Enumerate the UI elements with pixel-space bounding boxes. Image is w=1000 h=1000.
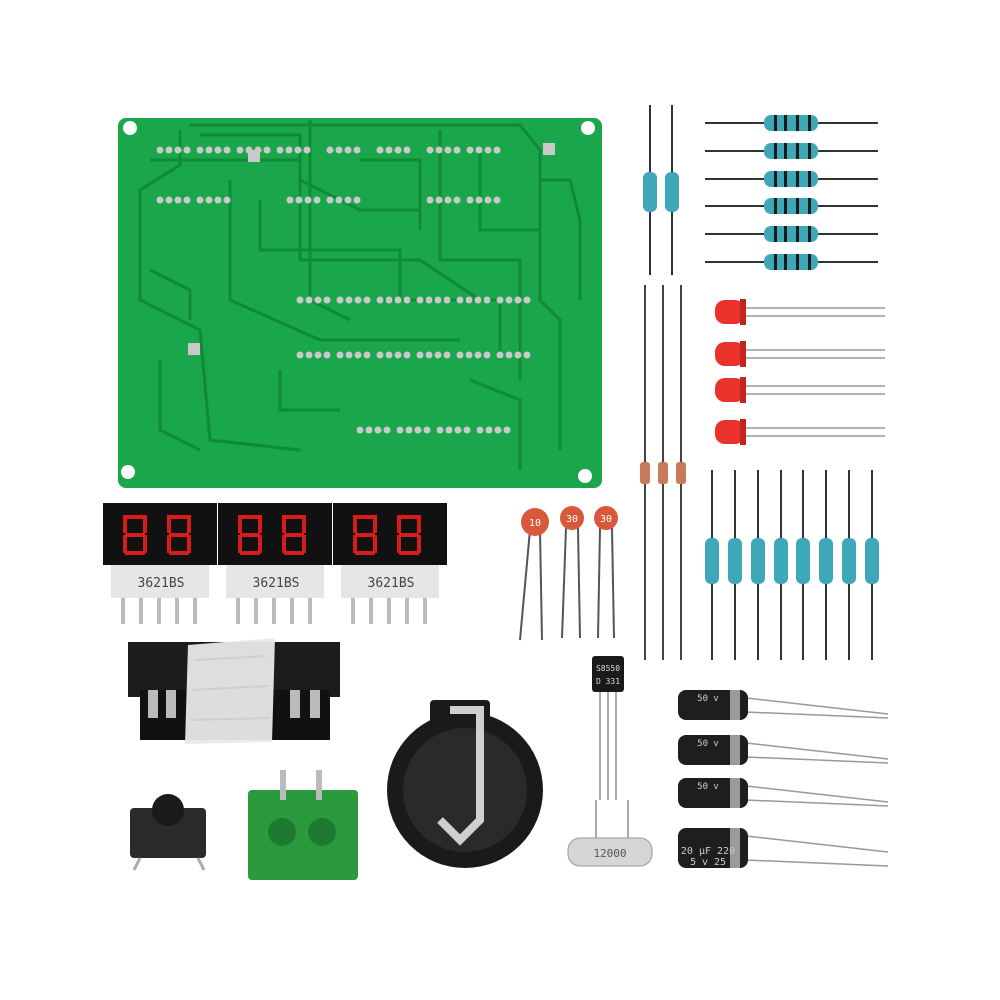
- horizontal-resistor: [705, 171, 878, 187]
- diode-group: [640, 285, 686, 660]
- resistor-vertical-row: [705, 470, 879, 660]
- ecap-label: 50 v: [697, 782, 719, 792]
- vertical-resistor: [842, 470, 856, 660]
- red-led: [715, 419, 885, 445]
- screw-terminal-block: [248, 770, 358, 880]
- ceramic-capacitors: 10 30 30: [519, 506, 618, 641]
- horizontal-resistor: [705, 143, 878, 159]
- ecap-label: 50 v: [697, 739, 719, 749]
- coin-cell-battery-holder: [387, 700, 543, 868]
- seven-segment-display: 3621BS: [103, 503, 217, 624]
- display-part-label: 3621BS: [368, 576, 415, 591]
- transistor: S8550 D 331: [592, 656, 624, 800]
- vertical-resistor: [819, 470, 833, 660]
- seven-segment-display: 3621BS: [333, 503, 447, 624]
- seven-segment-display: 3621BS: [218, 503, 332, 624]
- resistor-horizontal-stack: [705, 115, 878, 270]
- horizontal-resistor: [705, 254, 878, 270]
- horizontal-resistor: [705, 198, 878, 214]
- red-led: [715, 377, 885, 403]
- red-led: [715, 299, 885, 325]
- vertical-resistor: [705, 470, 719, 660]
- pcb-board: [118, 118, 602, 488]
- horizontal-resistor: [705, 226, 878, 242]
- ecap-rating-label: 20 µF 220: [681, 846, 735, 857]
- vertical-resistor: [774, 470, 788, 660]
- red-led: [715, 341, 885, 367]
- ic-chip-taped: [128, 638, 340, 744]
- ecap-voltage-label: 5 v 25: [690, 857, 726, 868]
- vertical-resistor: [728, 470, 742, 660]
- transistor-mark-1: S8550: [596, 664, 620, 673]
- ceramic-cap-3-label: 30: [600, 514, 612, 525]
- ceramic-cap-2-label: 30: [566, 514, 578, 525]
- electrolytic-capacitor: 50 v: [678, 735, 889, 765]
- display-part-label: 3621BS: [253, 576, 300, 591]
- push-button: [130, 794, 206, 871]
- seven-segment-displays: 3621BS 3621BS 3621BS: [103, 503, 447, 624]
- led-group: [715, 299, 885, 445]
- electrolytic-capacitor: 50 v: [678, 690, 889, 720]
- vertical-resistor: [796, 470, 810, 660]
- vertical-resistor: [865, 470, 879, 660]
- horizontal-resistor: [705, 115, 878, 131]
- vertical-resistor: [751, 470, 765, 660]
- display-part-label: 3621BS: [138, 576, 185, 591]
- ceramic-cap-1-label: 10: [529, 518, 541, 529]
- electrolytic-capacitor: 50 v: [678, 778, 889, 808]
- crystal-label: 12000: [593, 847, 626, 860]
- pcb-traces: [138, 120, 582, 470]
- resistor-vertical-pair: [643, 105, 679, 275]
- crystal-oscillator: 12000: [567, 800, 653, 867]
- ecap-label: 50 v: [697, 694, 719, 704]
- transistor-mark-2: D 331: [596, 677, 620, 686]
